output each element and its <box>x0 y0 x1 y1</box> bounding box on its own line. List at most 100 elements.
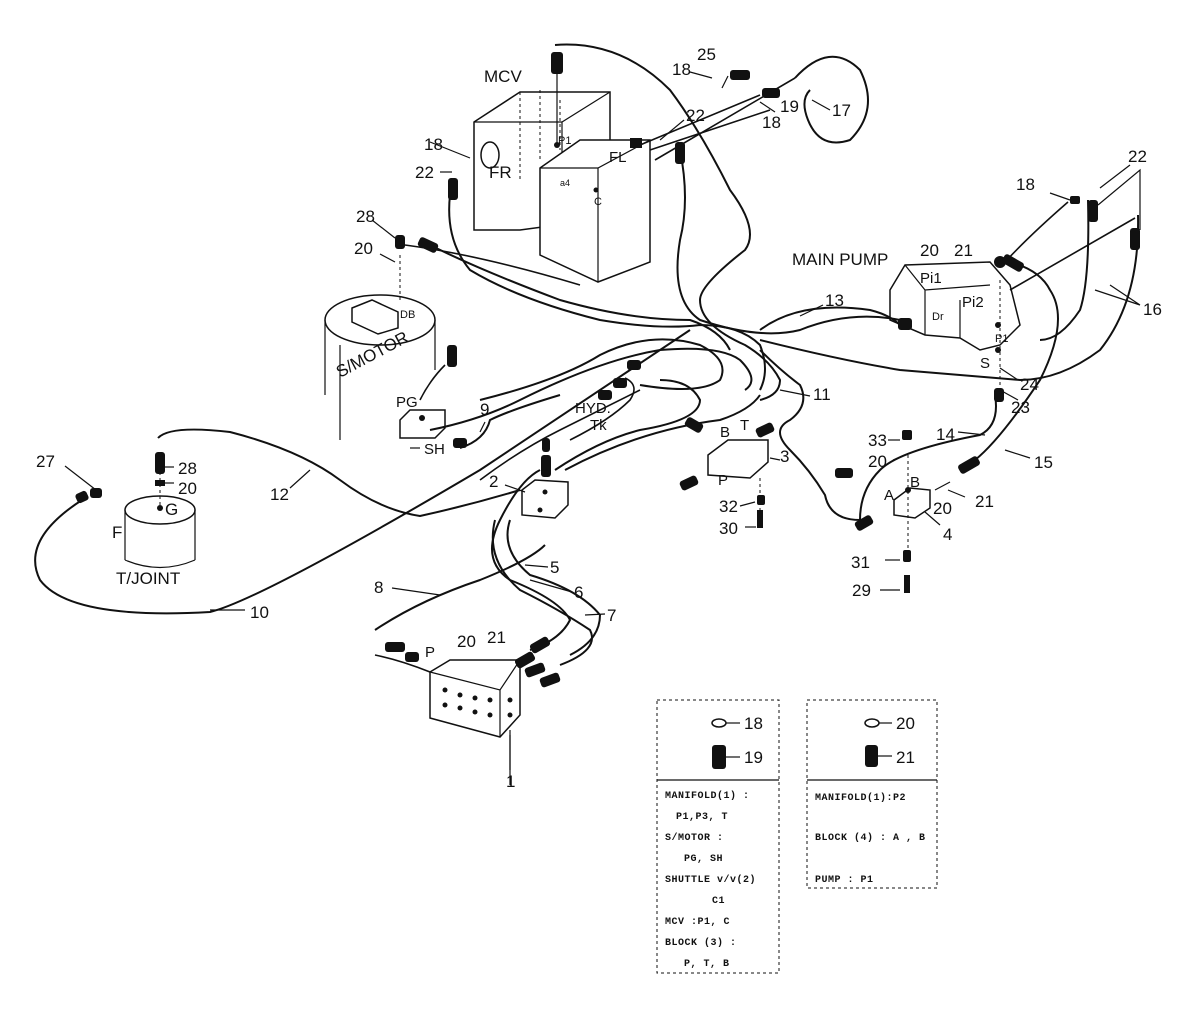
pg-label: PG <box>396 394 418 411</box>
callout-leaders <box>64 71 1141 770</box>
callout-31: 31 <box>851 553 870 572</box>
callout-22-c: 22 <box>1128 147 1147 166</box>
legend-left-part-18: 18 <box>744 714 763 733</box>
legend-left: 18 19 MANIFOLD(1) : P1,P3, T S/MOTOR : P… <box>656 699 780 974</box>
callout-18-c: 18 <box>424 135 443 154</box>
block3-p-label: P <box>718 472 728 489</box>
legend-left-part-19: 19 <box>744 748 763 767</box>
block4-a-label: A <box>884 487 894 504</box>
block3-t-label: T <box>740 417 749 434</box>
main-pump-assembly: MAIN PUMP Pi1 Pi2 Dr P1 S <box>792 250 1021 372</box>
legend-right-line-3: PUMP : P1 <box>815 875 874 886</box>
callout-2: 2 <box>489 472 498 491</box>
mcv-label: MCV <box>484 67 522 86</box>
callout-11: 11 <box>813 385 831 404</box>
callout-33: 33 <box>868 431 887 450</box>
callout-13: 13 <box>825 291 844 310</box>
callout-20-b: 20 <box>920 241 939 260</box>
legend-left-line-6: C1 <box>712 896 725 907</box>
callout-20-e: 20 <box>457 632 476 651</box>
legend-left-line-2: P1,P3, T <box>676 812 728 823</box>
shuttle-valve-block-2 <box>521 479 569 519</box>
hyd-tank-label: HYD. <box>575 400 611 417</box>
callout-10: 10 <box>250 603 269 622</box>
fittings <box>75 70 1140 688</box>
callout-22-a: 22 <box>686 106 705 125</box>
callout-30: 30 <box>719 519 738 538</box>
pump-dr-label: Dr <box>932 311 944 323</box>
legend-left-line-3: S/MOTOR : <box>665 832 724 844</box>
legend-right-part-20: 20 <box>896 714 915 733</box>
legend-left-line-5: SHUTTLE v/v(2) <box>665 874 756 886</box>
mcv-p1-label: P1 <box>558 135 571 147</box>
callout-14: 14 <box>936 425 955 444</box>
callout-17: 17 <box>832 101 851 120</box>
t-joint-f-label: F <box>112 523 122 542</box>
pump-s-label: S <box>980 355 990 372</box>
callout-20-f: 20 <box>178 479 197 498</box>
manifold-1: P <box>425 644 521 785</box>
callout-15: 15 <box>1034 453 1053 472</box>
callout-numbers: 1 2 3 4 5 6 7 8 9 10 11 12 13 14 15 16 1… <box>36 45 1162 791</box>
manifold-p-label: P <box>425 644 435 661</box>
callout-28-a: 28 <box>178 459 197 478</box>
callout-32: 32 <box>719 497 738 516</box>
callout-5: 5 <box>550 558 559 577</box>
s-motor-db-label: DB <box>400 309 415 321</box>
callout-16: 16 <box>1143 300 1162 319</box>
block3-b-label: B <box>720 424 730 441</box>
callout-8: 8 <box>374 578 383 597</box>
callout-18-b: 18 <box>1016 175 1035 194</box>
sh-label: SH <box>424 441 445 458</box>
callout-27: 27 <box>36 452 55 471</box>
legend-right-line-1: MANIFOLD(1):P2 <box>815 792 906 804</box>
callout-6: 6 <box>574 583 583 602</box>
callout-21-b: 21 <box>975 492 994 511</box>
callout-4: 4 <box>943 525 952 544</box>
callout-18-a: 18 <box>672 60 691 79</box>
block-3: B T P <box>707 417 769 489</box>
legend-left-line-4: PG, SH <box>684 854 723 865</box>
callout-22-b: 22 <box>415 163 434 182</box>
hose-network <box>34 43 1141 673</box>
callout-29: 29 <box>852 581 871 600</box>
callout-28-b: 28 <box>356 207 375 226</box>
callout-20-d: 20 <box>933 499 952 518</box>
callout-18-d: 18 <box>762 113 781 132</box>
callout-9: 9 <box>480 400 489 419</box>
callout-23: 23 <box>1011 398 1030 417</box>
callout-20-c: 20 <box>868 452 887 471</box>
legend-left-line-7: MCV :P1, C <box>665 917 730 928</box>
callout-19: 19 <box>780 97 799 116</box>
legend-right: 20 21 MANIFOLD(1):P2 BLOCK (4) : A , B P… <box>806 699 938 889</box>
legend-left-line-9: P, T, B <box>684 959 730 970</box>
pump-p1-label: P1 <box>995 333 1008 345</box>
callout-3: 3 <box>780 447 789 466</box>
t-joint-label: T/JOINT <box>116 569 180 588</box>
legend-left-line-1: MANIFOLD(1) : <box>665 790 750 802</box>
block4-b-label: B <box>910 474 920 491</box>
callout-24: 24 <box>1020 375 1039 394</box>
pump-pi2-label: Pi2 <box>962 294 984 311</box>
main-pump-label: MAIN PUMP <box>792 250 888 269</box>
fl-port-label: FL <box>609 149 627 166</box>
callout-21-c: 21 <box>487 628 506 647</box>
block-4: A B <box>884 474 931 519</box>
callout-21-a: 21 <box>954 241 973 260</box>
turning-joint-assembly: T/JOINT F G <box>112 495 196 588</box>
mcv-assembly: MCV FR FL P1 C a4 <box>473 52 651 283</box>
t-joint-g-label: G <box>165 500 178 519</box>
pump-pi1-label: Pi1 <box>920 270 942 287</box>
legend-left-line-8: BLOCK (3) : <box>665 937 737 949</box>
callout-20-a: 20 <box>354 239 373 258</box>
callout-7: 7 <box>607 606 616 625</box>
mcv-c-label: C <box>594 196 602 208</box>
legend-right-part-21: 21 <box>896 748 915 767</box>
callout-12: 12 <box>270 485 289 504</box>
fr-port-label: FR <box>489 163 512 182</box>
callout-1: 1 <box>506 772 515 791</box>
callout-25: 25 <box>697 45 716 64</box>
pg-sh-block: PG SH <box>396 394 446 458</box>
